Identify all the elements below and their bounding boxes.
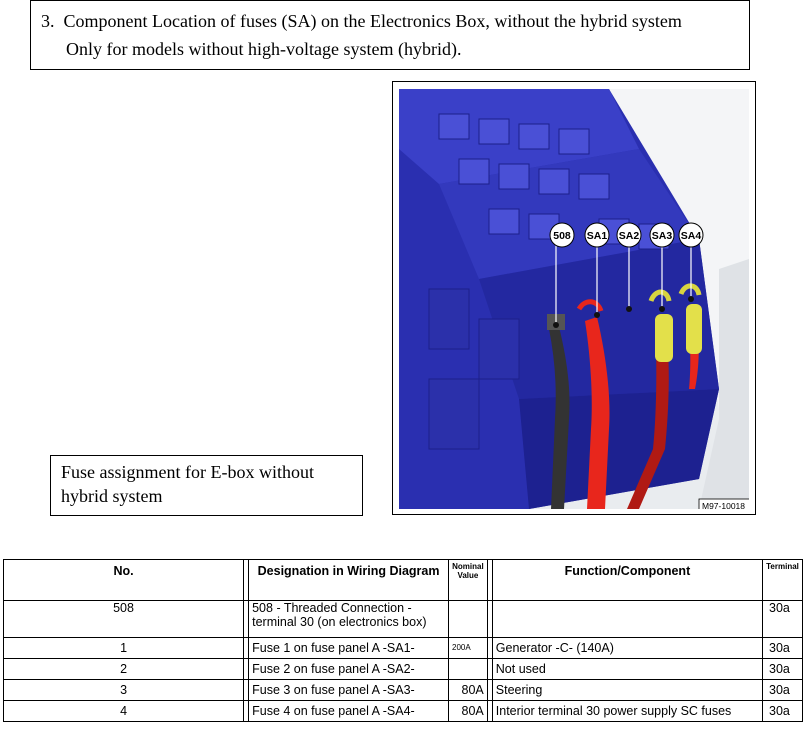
heading-title: Component Location of fuses (SA) on the … [63,11,682,31]
figure-caption: Fuse assignment for E-box without hybrid… [50,455,363,516]
heading-number: 3. [41,11,55,31]
header-function: Function/Component [491,559,764,601]
callout-508: 508 [549,222,575,248]
table-header-row: No. Designation in Wiring Diagram Nomina… [2,559,803,601]
heading-subtitle: Only for models without high-voltage sys… [66,39,462,59]
section-heading: 3. Component Location of fuses (SA) on t… [30,0,750,70]
callout-sa2: SA2 [616,222,642,248]
table-row: 508 508 - Threaded Connection - terminal… [2,600,803,638]
table-row: 2 Fuse 2 on fuse panel A -SA2- Not used … [2,658,803,680]
electronics-box-illustration: 508 SA1 SA2 SA3 SA4 M97-10018 [399,89,749,509]
callout-sa1: SA1 [584,222,610,248]
header-terminal: Terminal [762,559,803,601]
header-designation: Designation in Wiring Diagram [248,559,450,601]
callout-sa3: SA3 [649,222,675,248]
callout-sa4-label: SA4 [681,230,702,242]
callout-508-label: 508 [553,230,571,242]
callout-sa3-label: SA3 [652,230,673,242]
heading-line-1: 3. Component Location of fuses (SA) on t… [41,7,749,35]
fuse-assignment-table: No. Designation in Wiring Diagram Nomina… [2,559,803,722]
table-row: 4 Fuse 4 on fuse panel A -SA4- 80A Inter… [2,700,803,722]
fuse-location-figure: 508 SA1 SA2 SA3 SA4 M97-10018 [392,81,756,515]
figure-id-label: M97-10018 [698,498,749,509]
figure-id-text: M97-10018 [702,501,745,509]
callout-sa1-label: SA1 [587,230,608,242]
header-no: No. [2,559,245,601]
callout-sa2-label: SA2 [619,230,640,242]
table-row: 3 Fuse 3 on fuse panel A -SA3- 80A Steer… [2,679,803,701]
callout-sa4: SA4 [678,222,704,248]
header-nominal: Nominal Value [448,559,488,601]
table-row: 1 Fuse 1 on fuse panel A -SA1- 200A Gene… [2,637,803,659]
